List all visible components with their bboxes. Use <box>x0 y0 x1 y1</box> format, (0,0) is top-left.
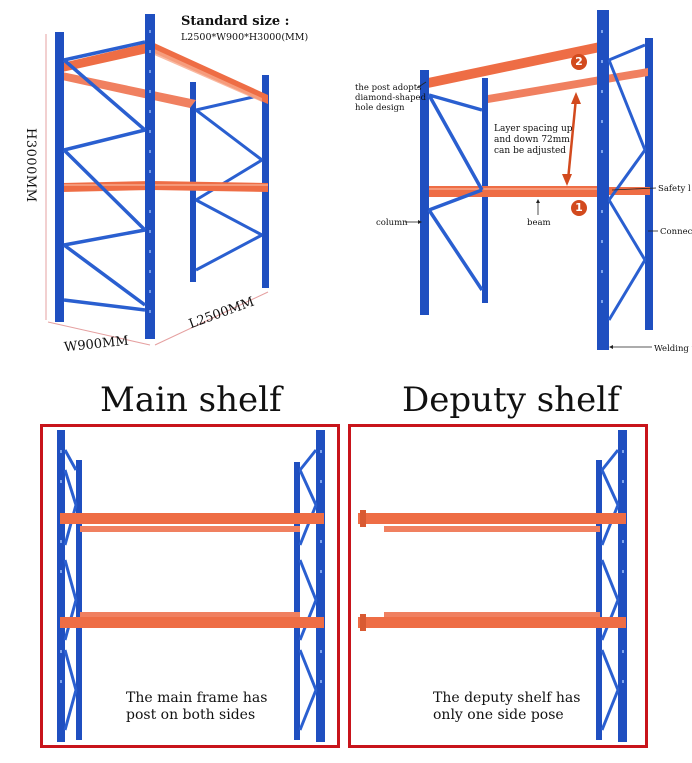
caption-line: only one side pose <box>433 707 564 723</box>
deputy-shelf-title: Deputy shelf <box>402 380 620 420</box>
beam-label: beam <box>527 218 551 228</box>
standard-size-title: Standard size : <box>181 14 290 29</box>
layer-annotation-line: can be adjusted <box>494 146 567 156</box>
post-hole-annotation: the post adopts diamond-shaped hole desi… <box>355 83 426 113</box>
connect-label: Connect <box>660 227 692 237</box>
post-annotation-line: the post adopts <box>355 83 422 93</box>
post-annotation-line: diamond-shaped <box>355 93 427 103</box>
layer-annotation-line: and down 72mm <box>494 135 570 145</box>
caption-line: The main frame has <box>126 690 268 706</box>
step-badge-1: 1 <box>571 200 587 216</box>
column-label: column <box>376 218 408 228</box>
main-shelf-title: Main shelf <box>100 380 282 420</box>
caption-line: The deputy shelf has <box>433 690 581 706</box>
layer-spacing-annotation: Layer spacing up and down 72mm can be ad… <box>494 124 573 157</box>
step-badge-2: 2 <box>571 54 587 70</box>
standard-size-value: L2500*W900*H3000(MM) <box>181 32 309 43</box>
welding-label: Welding t <box>654 344 692 354</box>
caption-line: post on both sides <box>126 707 256 723</box>
post-annotation-line: hole design <box>355 103 405 113</box>
main-shelf-panel <box>40 424 340 748</box>
deputy-shelf-caption: The deputy shelf has only one side pose <box>433 690 580 724</box>
safety-label: Safety l <box>658 184 691 194</box>
layer-annotation-line: Layer spacing up <box>494 124 573 134</box>
main-shelf-caption: The main frame has post on both sides <box>126 690 267 724</box>
